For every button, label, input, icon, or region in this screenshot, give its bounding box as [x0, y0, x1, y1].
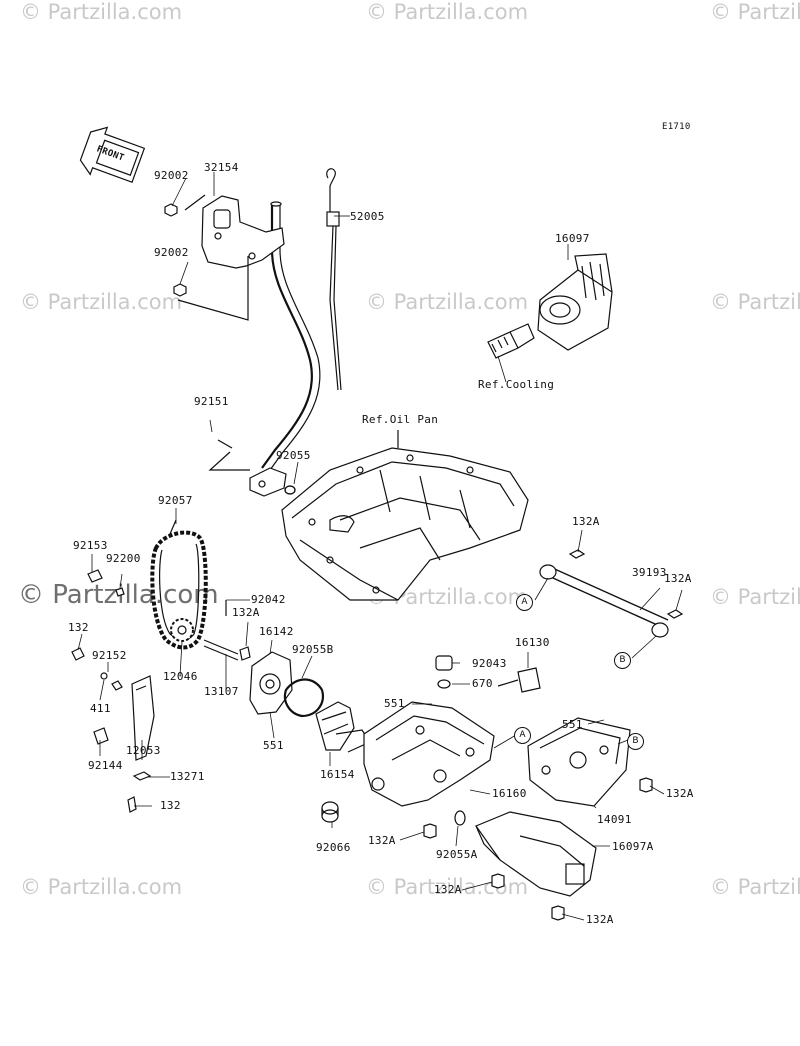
- diagram-code: E1710: [662, 122, 691, 132]
- part-label: 411: [90, 702, 111, 715]
- part-label: 39193: [632, 566, 667, 579]
- part-label: 92002: [154, 246, 189, 259]
- tube-flange: [208, 439, 296, 497]
- part-label: 132A: [572, 515, 600, 528]
- part-label: 92066: [316, 841, 351, 854]
- pump-cover: [527, 717, 631, 807]
- watermark: © Partzilla.com: [710, 290, 800, 314]
- leader-lines: [77, 172, 683, 921]
- part-label: 92055: [276, 449, 311, 462]
- part-label: 92055A: [436, 848, 478, 861]
- part-label: 12053: [126, 744, 161, 757]
- part-label: 551: [263, 739, 284, 752]
- oil-pan: [281, 430, 529, 601]
- plug: [321, 801, 339, 823]
- part-label: 132A: [232, 606, 260, 619]
- part-label: 132A: [586, 913, 614, 926]
- part-label: 14091: [597, 813, 632, 826]
- callout-a: A: [516, 594, 533, 611]
- ref-cooling: Ref.Cooling: [478, 378, 555, 391]
- part-label: 551: [384, 697, 405, 710]
- part-label: 92200: [106, 552, 141, 565]
- part-label: 16097A: [612, 840, 654, 853]
- ref-oil-pan: Ref.Oil Pan: [362, 413, 439, 426]
- part-label: 92042: [251, 593, 286, 606]
- part-label: 670: [472, 677, 493, 690]
- filter-fitting: [487, 323, 535, 359]
- oil-pump: [239, 646, 293, 715]
- watermark: © Partzilla.com: [20, 290, 183, 314]
- callout-b: B: [627, 733, 644, 750]
- part-label: 132A: [434, 883, 462, 896]
- part-label: 16130: [515, 636, 550, 649]
- pump-housing: [363, 701, 495, 807]
- part-label: 16142: [259, 625, 294, 638]
- part-label: 132A: [666, 787, 694, 800]
- part-label: 16097: [555, 232, 590, 245]
- part-label: 12046: [163, 670, 198, 683]
- o-ring: [283, 485, 466, 826]
- part-label: 13107: [204, 685, 239, 698]
- pump-shaft: [203, 600, 239, 661]
- part-label: 132A: [664, 572, 692, 585]
- part-label: 132A: [368, 834, 396, 847]
- watermark: © Partzilla.com: [710, 875, 800, 899]
- part-label: 92057: [158, 494, 193, 507]
- oil-strainer: [315, 701, 371, 753]
- bolt-icon: [71, 569, 152, 813]
- part-label: 52005: [350, 210, 385, 223]
- dipstick: [326, 168, 342, 391]
- part-label: 16154: [320, 768, 355, 781]
- callout-b: B: [614, 652, 631, 669]
- bolt-icon: [423, 549, 684, 921]
- watermark: © Partzilla.com: [366, 0, 529, 24]
- part-label: 132: [160, 799, 181, 812]
- part-label: 16160: [492, 787, 527, 800]
- part-label: 92151: [194, 395, 229, 408]
- callout-a: A: [514, 727, 531, 744]
- watermark: © Partzilla.com: [20, 0, 183, 24]
- part-label: 551: [562, 718, 583, 731]
- part-label: 92043: [472, 657, 507, 670]
- part-label: 13271: [170, 770, 205, 783]
- part-label: 92055B: [292, 643, 334, 656]
- watermark: © Partzilla.com: [20, 875, 183, 899]
- part-label: 132: [68, 621, 89, 634]
- chain-guide: [131, 675, 155, 761]
- part-label: 32154: [204, 161, 239, 174]
- oil-pipe: [539, 564, 669, 638]
- dipstick-tube: [177, 194, 321, 471]
- sprocket: [170, 618, 194, 642]
- watermark: © Partzilla.com: [710, 0, 800, 24]
- oil-filter: [537, 253, 613, 351]
- part-label: 92152: [92, 649, 127, 662]
- watermark: © Partzilla.com: [710, 585, 800, 609]
- part-label: 92153: [73, 539, 108, 552]
- part-label: 92002: [154, 169, 189, 182]
- front-arrow-icon: [79, 126, 146, 183]
- filter-mount: [475, 811, 597, 897]
- part-label: 92144: [88, 759, 123, 772]
- watermark: © Partzilla.com: [366, 290, 529, 314]
